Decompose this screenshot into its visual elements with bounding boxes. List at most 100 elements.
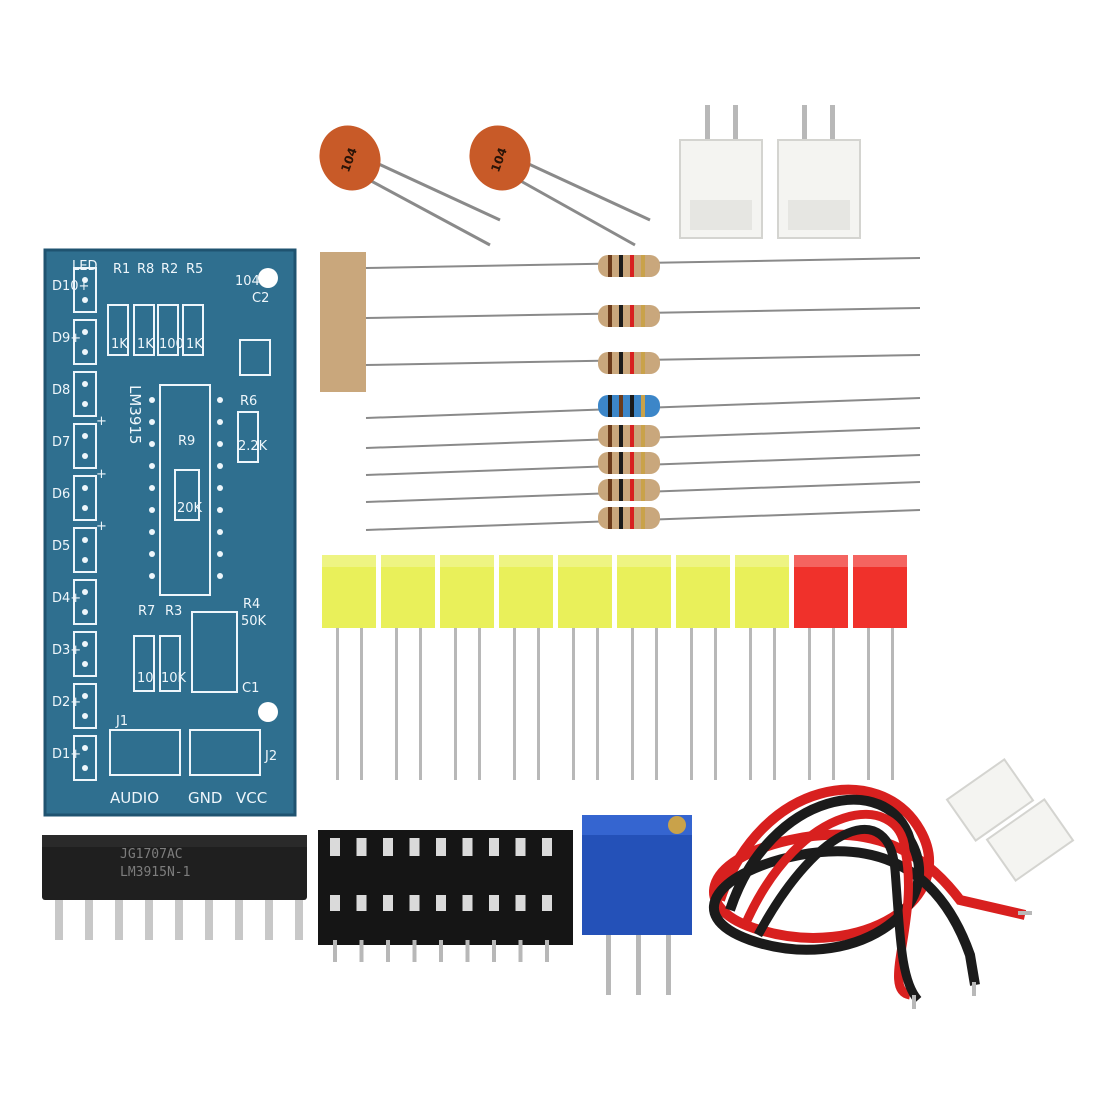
pcb-r7-ref: R7: [138, 604, 155, 619]
ic-chip-line1: JG1707AC: [120, 847, 183, 862]
cable-connector-1: [945, 758, 1035, 842]
ic-socket: [318, 830, 573, 962]
r4-trimmer-footprint: [191, 611, 238, 693]
led: [794, 555, 848, 780]
pcb-r4-ref: R4: [243, 597, 260, 612]
pcb-led-labels: D10+ D9+ D8 D7 D6 D5 D4+ D3+ D2+ D1+: [52, 279, 89, 762]
pcb-j1-label: J1: [115, 714, 128, 729]
pcb-led-label-d8: D8: [52, 383, 70, 398]
pcb-r2-value: 100: [159, 337, 184, 352]
pcb-r9-value: 20K: [177, 501, 203, 516]
led-footprint: [73, 683, 97, 729]
pcb-j2-label: J2: [264, 749, 277, 764]
cable-connector-2: [985, 798, 1075, 882]
pcb-r8-value: 1K: [137, 337, 154, 352]
pcb-r7-value: 10: [137, 671, 154, 686]
led: [617, 555, 671, 780]
pcb-r4-value: 50K: [241, 614, 267, 629]
r1-footprint: [107, 304, 129, 356]
pcb-c2-value: 104: [235, 274, 260, 289]
pcb-led-label-d1: D1+: [52, 747, 81, 762]
r6-footprint: [237, 411, 259, 463]
c2-footprint: [239, 339, 271, 376]
pcb-c2-ref: C2: [252, 291, 269, 306]
j1-footprint: [109, 729, 181, 776]
pcb-plus-3: +: [96, 519, 107, 534]
jst-connector-1: [679, 105, 763, 239]
pcb-r5-value: 1K: [186, 337, 203, 352]
pcb-r1-ref: R1: [113, 262, 130, 277]
led-footprint: [73, 475, 97, 521]
resistor: [365, 452, 921, 476]
r2-footprint: [157, 304, 179, 356]
pcb-led-label-d5: D5: [52, 539, 70, 554]
resistor: [365, 479, 921, 503]
ceramic-capacitor-1: 104: [319, 125, 501, 247]
ic-chip-line2: LM3915N-1: [120, 865, 190, 880]
led-footprint: [73, 579, 97, 625]
pcb-led-label: LED: [72, 259, 97, 274]
trimmer-potentiometer: [582, 815, 692, 995]
jst-connector-2: [777, 105, 861, 239]
mount-hole-top: [258, 268, 278, 288]
resistor: [365, 507, 921, 531]
pcb-ic-label: LM3915: [126, 385, 144, 444]
resistor: [365, 425, 921, 449]
pcb-board: LED LM3915 AUDIO GND VCC J1 J2 R1 R8 R2 …: [43, 248, 297, 817]
r5-footprint: [182, 304, 204, 356]
r3-footprint: [159, 635, 181, 692]
lm3915-ic-chip: JG1707AC LM3915N-1: [42, 835, 307, 940]
mount-hole-bottom: [258, 702, 278, 722]
pcb-vcc-label: VCC: [236, 789, 267, 807]
pcb-led-label-d7: D7: [52, 435, 70, 450]
resistor: [365, 305, 921, 327]
led-footprint: [73, 267, 97, 313]
pcb-r6-value: 2.2K: [238, 439, 268, 454]
pcb-led-label-d9: D9+: [52, 331, 81, 346]
pcb-plus-1: +: [96, 414, 107, 429]
led: [322, 555, 376, 780]
leds: [322, 555, 907, 780]
pcb-r2-ref: R2: [161, 262, 178, 277]
pcb-led-label-d4: D4+: [52, 591, 81, 606]
j2-footprint: [189, 729, 261, 776]
led-footprint: [73, 371, 97, 417]
led-footprint: [73, 319, 97, 365]
ic-footprint: [159, 384, 211, 596]
pcb-led-label-d6: D6: [52, 487, 70, 502]
pcb-r8-ref: R8: [137, 262, 154, 277]
pcb-gnd-label: GND: [188, 789, 222, 807]
pcb-r6-ref: R6: [240, 394, 257, 409]
pcb-r3-value: 10K: [161, 671, 187, 686]
r8-footprint: [133, 304, 155, 356]
pcb-substrate: [45, 250, 295, 815]
ic-pads: [149, 397, 223, 579]
r7-footprint: [133, 635, 155, 692]
resistors: [365, 255, 921, 531]
pcb-led-label-d2: D2+: [52, 695, 81, 710]
led: [381, 555, 435, 780]
twisted-cable: [709, 758, 1075, 1009]
resistor-tape: [320, 252, 366, 392]
pcb-r9-ref: R9: [178, 434, 195, 449]
led-footprint: [73, 631, 97, 677]
pcb-plus-2: +: [96, 467, 107, 482]
resistor: [365, 352, 921, 374]
resistor: [365, 255, 921, 277]
led-footprints: [73, 267, 97, 781]
led: [440, 555, 494, 780]
pcb-r3-ref: R3: [165, 604, 182, 619]
led-footprint: [73, 735, 97, 781]
pcb-led-label-d3: D3+: [52, 643, 81, 658]
ceramic-capacitor-2: 104: [469, 125, 651, 247]
led: [853, 555, 907, 780]
pcb-audio-label: AUDIO: [110, 789, 159, 807]
pcb-led-label-d10: D10+: [52, 279, 89, 294]
resistor: [365, 395, 921, 419]
r9-footprint: [174, 469, 200, 521]
led: [499, 555, 553, 780]
led: [558, 555, 612, 780]
trimmer-adjust-screw: [668, 816, 686, 834]
pcb-r1-value: 1K: [111, 337, 128, 352]
